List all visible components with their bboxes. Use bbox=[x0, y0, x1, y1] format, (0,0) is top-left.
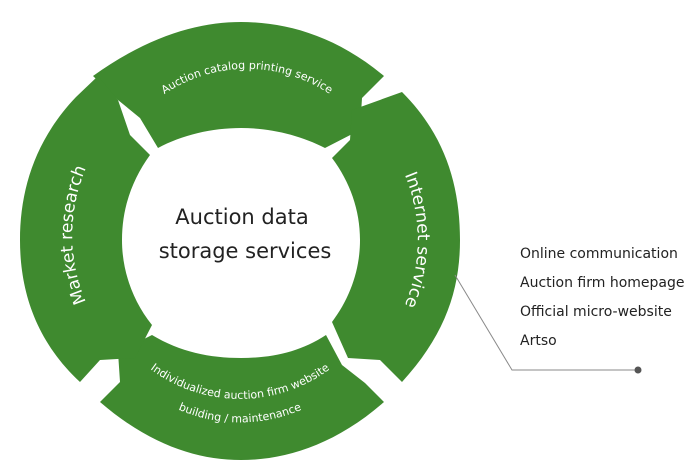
segment-left-shape bbox=[20, 76, 152, 382]
center-title-line2: storage services bbox=[159, 239, 332, 263]
segment-bottom-shape bbox=[100, 335, 384, 460]
segment-right-shape bbox=[332, 92, 460, 382]
segment-auction-catalog-printing: Auction catalog printing service bbox=[93, 22, 384, 148]
segment-top-shape bbox=[93, 22, 384, 148]
internet-service-items-list: Online communication Auction firm homepa… bbox=[520, 246, 685, 349]
connector-line bbox=[454, 274, 638, 371]
list-item-online-communication: Online communication bbox=[520, 246, 678, 262]
segment-market-research: Market research bbox=[20, 76, 152, 382]
list-item-artso: Artso bbox=[520, 333, 557, 349]
list-item-official-micro-website: Official micro-website bbox=[520, 304, 672, 320]
list-item-auction-firm-homepage: Auction firm homepage bbox=[520, 275, 685, 291]
center-title-line1: Auction data bbox=[175, 205, 308, 229]
segment-website-building: Individualized auction firm website buil… bbox=[100, 335, 384, 460]
segment-internet-service: Internet service bbox=[332, 92, 460, 382]
connector-end-dot bbox=[634, 366, 642, 374]
